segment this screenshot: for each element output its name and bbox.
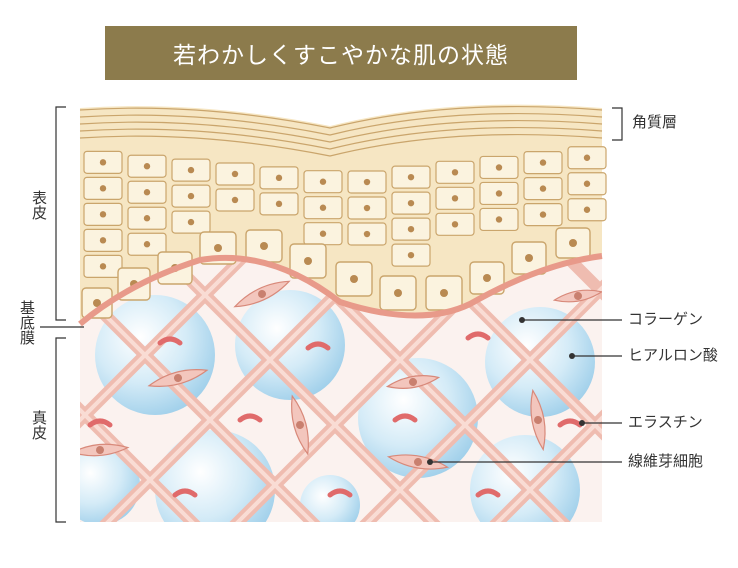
keratinocyte-nucleus (99, 159, 107, 166)
epidermis-layer (78, 104, 607, 327)
elastin-knot (465, 331, 491, 341)
keratinocyte-nucleus (143, 241, 151, 248)
epidermal-cells (83, 146, 607, 278)
epidermis-bracket (55, 106, 66, 321)
keratinocyte-nucleus (495, 164, 503, 171)
keratinocyte-nucleus (583, 154, 591, 161)
basal-nuclei (93, 239, 577, 307)
leader-dots (427, 317, 585, 465)
label-collagen: コラーゲン (628, 310, 704, 328)
keratinocyte-nucleus (187, 218, 195, 226)
label-elastin: エラスチン (628, 413, 703, 431)
stratum-corneum (79, 105, 603, 157)
page-title: 若わかしくすこやかな肌の状態 (173, 43, 509, 69)
keratinocyte-nucleus (583, 206, 591, 213)
keratinocyte-nucleus (231, 196, 239, 204)
elastin-knot (392, 413, 418, 423)
keratinocyte-nucleus (363, 230, 371, 238)
label-fibroblast: 線維芽細胞 (628, 452, 704, 470)
fibroblast-group (80, 280, 602, 470)
keratinocyte-nucleus (143, 189, 151, 196)
label-dermis: 真皮 (30, 410, 48, 440)
keratinocyte-nucleus (143, 163, 151, 170)
label-stratum-corneum: 角質層 (632, 113, 678, 131)
elastin-knot (327, 488, 353, 498)
keratinocyte-nucleus (319, 178, 327, 185)
elastin-knot (557, 418, 583, 428)
hyaluronic-sphere (300, 475, 360, 522)
keratinocyte-nucleus (231, 170, 239, 178)
title-banner: 若わかしくすこやかな肌の状態 (105, 26, 577, 80)
keratinocyte-nucleus (187, 192, 195, 200)
elastin-knot (237, 413, 263, 423)
keratinocyte-nucleus (539, 211, 547, 218)
keratinocyte-nucleus (495, 190, 503, 197)
elastin-group (87, 331, 583, 498)
left-brackets (40, 106, 84, 523)
label-epidermis: 表皮 (30, 190, 48, 220)
basement-membrane (78, 253, 603, 327)
keratinocyte-nucleus (407, 225, 415, 233)
label-hyaluronic-acid: ヒアルロン酸 (628, 346, 718, 364)
keratinocyte-nucleus (99, 237, 107, 244)
keratinocyte-nucleus (275, 200, 283, 208)
stratum-corneum-bracket (612, 107, 623, 141)
keratinocyte-nucleus (275, 174, 283, 182)
keratinocyte-nucleus (187, 166, 195, 174)
right-leaders (430, 107, 623, 463)
keratinocyte-nucleus (99, 263, 107, 270)
elastin-knot (475, 488, 501, 498)
keratinocyte-nucleus (451, 195, 459, 202)
keratinocyte-nucleus (407, 251, 415, 259)
keratinocyte-nucleus (99, 211, 107, 218)
elastin-knot (305, 341, 331, 351)
elastin-knot (157, 336, 183, 346)
keratinocyte-nucleus (407, 173, 415, 181)
keratinocyte-nucleus (363, 178, 371, 186)
keratinocyte-nucleus (99, 185, 107, 192)
elastin-knot (172, 488, 198, 498)
hyaluronic-sphere (155, 430, 275, 522)
label-basement-membrane: 基底膜 (18, 300, 36, 345)
keratinocyte-nucleus (539, 185, 547, 192)
keratinocyte-nucleus (539, 159, 547, 166)
keratinocyte-nucleus (451, 169, 459, 176)
elastin-knot (87, 418, 113, 428)
hyaluronic-sphere (95, 295, 215, 415)
keratinocyte-nucleus (319, 204, 327, 211)
keratinocyte-nucleus (583, 180, 591, 187)
keratinocyte-nucleus (363, 204, 371, 212)
keratinocyte-nucleus (143, 215, 151, 222)
keratinocyte-nucleus (319, 230, 327, 237)
keratinocyte-nucleus (495, 216, 503, 223)
keratinocyte-nucleus (407, 199, 415, 207)
keratinocyte-nucleus (451, 221, 459, 228)
dermis-bracket (55, 337, 66, 523)
